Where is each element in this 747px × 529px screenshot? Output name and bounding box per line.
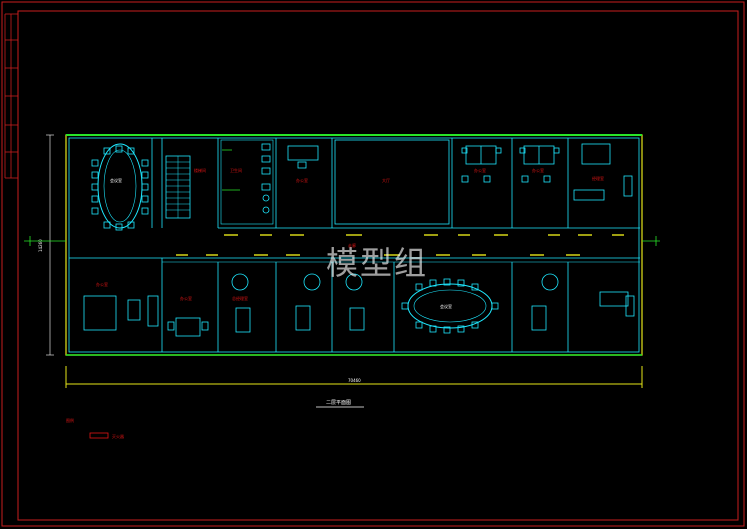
axis-markers bbox=[24, 236, 660, 246]
toilet-label: 卫生间 bbox=[230, 167, 242, 173]
plan-title: 二层平面图 bbox=[316, 400, 364, 408]
manager-rooms bbox=[231, 273, 635, 333]
legend: 图例 灭火器 bbox=[66, 417, 124, 439]
hall-label: 大厅 bbox=[382, 177, 390, 183]
office-top-a: 办公室 bbox=[287, 145, 319, 183]
toilet: 卫生间 bbox=[220, 139, 274, 225]
office-c-label: 办公室 bbox=[532, 167, 544, 173]
legend-extinguisher-swatch bbox=[89, 432, 109, 439]
corridor: 走廊 bbox=[162, 227, 640, 263]
manager-room-label: 总经理室 bbox=[232, 295, 248, 301]
meeting-room-small-label: 会议室 bbox=[110, 177, 122, 183]
legend-heading: 图例 bbox=[66, 417, 74, 423]
office-top-a-label: 办公室 bbox=[296, 177, 308, 183]
dimensions: 70460 14260 bbox=[38, 134, 643, 388]
meeting-room-big: 会议室 bbox=[401, 278, 499, 334]
bottom-room-walls bbox=[161, 258, 569, 352]
office-b-label: 办公室 bbox=[474, 167, 486, 173]
meeting-room-small: 会议室 bbox=[91, 143, 149, 231]
meeting-room-big-label: 会议室 bbox=[440, 303, 452, 309]
plan-title-text: 二层平面图 bbox=[326, 400, 351, 406]
stair: 楼梯间 bbox=[165, 155, 206, 219]
office-bottom-mid-label: 办公室 bbox=[180, 295, 192, 301]
title-strip bbox=[4, 13, 18, 179]
corridor-label: 走廊 bbox=[348, 242, 356, 248]
top-room-walls bbox=[69, 138, 569, 259]
office-bottom-left bbox=[83, 295, 209, 337]
sheet-inner-frame bbox=[17, 10, 739, 521]
legend-item-label: 灭火器 bbox=[112, 434, 124, 439]
overall-dimension: 70460 bbox=[348, 378, 361, 383]
side-dimension: 14260 bbox=[38, 239, 43, 252]
office-e-label: 办公室 bbox=[96, 281, 108, 287]
stair-label: 楼梯间 bbox=[194, 167, 206, 173]
building-outline bbox=[65, 134, 643, 356]
office-d-label: 经理室 bbox=[592, 175, 604, 181]
office-desks-top bbox=[461, 143, 633, 201]
